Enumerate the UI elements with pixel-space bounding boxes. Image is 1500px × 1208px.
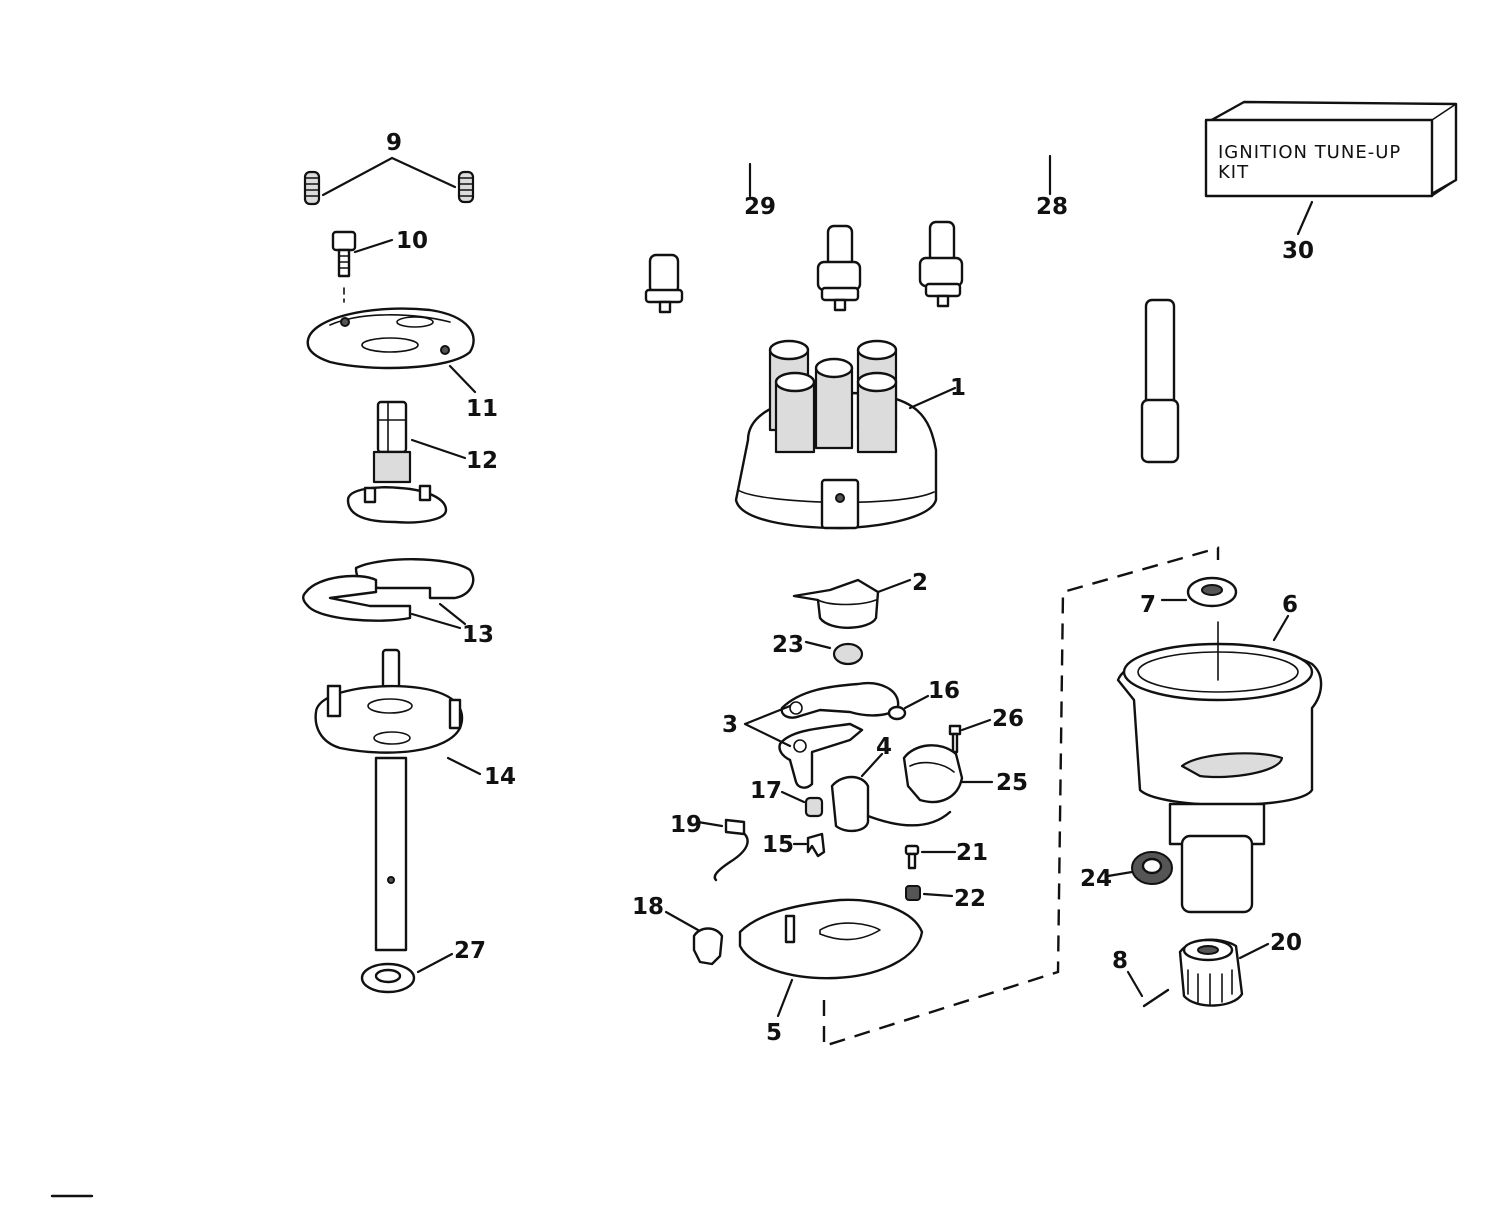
part-29-short-wire xyxy=(644,152,862,314)
part-11-plate xyxy=(306,307,477,394)
part-1-distributor-cap xyxy=(734,339,957,530)
callout-1: 1 xyxy=(950,375,966,401)
callout-26: 26 xyxy=(992,706,1024,732)
part-23-felt xyxy=(804,640,864,666)
part-9-springs xyxy=(303,156,475,206)
callout-23: 23 xyxy=(772,632,804,658)
callout-3: 3 xyxy=(722,712,738,738)
part-6-housing xyxy=(1116,614,1323,914)
callout-22: 22 xyxy=(954,886,986,912)
callout-27: 27 xyxy=(454,938,486,964)
callout-4: 4 xyxy=(876,734,892,760)
part-17-bushing xyxy=(780,790,824,818)
callout-7: 7 xyxy=(1140,592,1156,618)
kit-box-line-1: IGNITION TUNE-UP xyxy=(1218,142,1401,163)
part-8-pin xyxy=(1126,970,1170,1008)
callout-28: 28 xyxy=(1036,194,1068,220)
part-24-seal xyxy=(1106,851,1173,885)
part-2-rotor xyxy=(792,578,912,629)
part-25-bracket xyxy=(902,744,994,804)
part-15-clip xyxy=(792,832,826,858)
callout-30: 30 xyxy=(1282,238,1314,264)
kit-box-line-2: KIT xyxy=(1218,162,1249,183)
callout-29: 29 xyxy=(744,194,776,220)
part-28-long-wire xyxy=(918,141,1180,464)
callout-16: 16 xyxy=(928,678,960,704)
part-19-ground-wire xyxy=(696,818,749,882)
part-22-nut xyxy=(905,885,954,901)
alignment-dashed-line xyxy=(822,546,1220,1048)
part-18-terminal xyxy=(664,910,724,966)
callout-13: 13 xyxy=(462,622,494,648)
part-26-screw xyxy=(948,718,992,754)
part-13-weights xyxy=(302,558,475,630)
callout-12: 12 xyxy=(466,448,498,474)
callout-21: 21 xyxy=(956,840,988,866)
callout-labels: 1 2 3 4 5 6 7 8 9 10 11 12 13 14 15 16 1… xyxy=(386,130,1314,1046)
part-7-washer xyxy=(1160,576,1238,608)
part-4-condenser xyxy=(830,752,952,833)
callout-2: 2 xyxy=(912,570,928,596)
part-5-base-plate xyxy=(738,898,924,1018)
part-27-washer xyxy=(360,952,454,994)
callout-8: 8 xyxy=(1112,948,1128,974)
part-12-shaft-assembly xyxy=(346,400,467,524)
callout-17: 17 xyxy=(750,778,782,804)
part-20-gear xyxy=(1178,938,1270,1007)
callout-25: 25 xyxy=(996,770,1028,796)
part-16-screw xyxy=(887,694,930,721)
callout-9: 9 xyxy=(386,130,402,156)
callout-10: 10 xyxy=(396,228,428,254)
callout-11: 11 xyxy=(466,396,498,422)
callout-20: 20 xyxy=(1270,930,1302,956)
callout-19: 19 xyxy=(670,812,702,838)
callout-24: 24 xyxy=(1080,866,1112,892)
callout-15: 15 xyxy=(762,832,794,858)
part-10-bolt xyxy=(331,230,394,303)
callout-18: 18 xyxy=(632,894,664,920)
part-14-main-shaft xyxy=(314,648,482,952)
callout-5: 5 xyxy=(766,1020,782,1046)
callout-14: 14 xyxy=(484,764,516,790)
part-21-screw xyxy=(904,844,957,870)
callout-6: 6 xyxy=(1282,592,1298,618)
part-30-kit-box: IGNITION TUNE-UP KIT xyxy=(1204,100,1458,236)
